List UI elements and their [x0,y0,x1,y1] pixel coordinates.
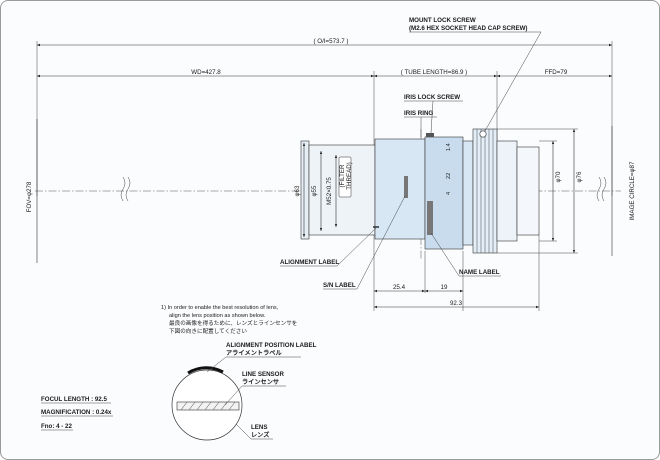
f-number: Fno: 4 - 22 [41,423,72,430]
alignment-label-callout: ALIGNMENT LABEL [280,259,339,266]
line-sensor-label-en: LINE SENSOR [242,371,284,378]
thread-label: THREAD) [346,162,353,190]
break-mark-right [596,176,607,202]
mount-screw-label: MOUNT LOCK SCREW [409,17,476,24]
alignment-mark [187,366,224,375]
m52-label: M52×0.75 [326,177,333,205]
align-pos-label-jp: アライメントラベル [226,350,282,357]
scale-mark-1: 1.4 [446,143,452,151]
d70-label: φ70 [555,171,562,182]
break-mark-left [120,176,131,202]
dim-25-4: 25.4 [393,284,406,291]
lens-label-jp: レンズ [251,431,270,439]
lens-body: 1.4 22 4 [300,128,540,254]
iris-lock-screw [426,133,434,137]
dim-92-3: 92.3 [450,300,463,307]
ffd-label: FFD=79 [545,69,568,76]
note-line-2: align the lens position as shown below. [169,313,266,319]
magnification: MAGNIFICATION : 0.24x [41,409,112,416]
filter-label: (FILTER [339,164,346,187]
line-sensor-label-jp: ラインセンサ [242,379,279,386]
note-line-4: 下図の向きに配置してください [169,327,247,335]
tube-label: ( TUBE LENGTH=86.9 ) [401,69,467,76]
scale-mark-2: 22 [446,173,452,179]
focal-length: FOCUL LENGTH : 92.5 [41,396,107,403]
wd-label: WD=427.8 [191,69,221,76]
main-barrel [424,136,464,250]
scale-mark-3: 4 [446,192,452,195]
oal-label: ( O/I=573.7 ) [314,38,349,45]
name-label-callout: NAME LABEL [459,269,500,276]
d63-label: φ63 [294,185,301,196]
dim-19: 19 [441,284,448,291]
sn-label-callout: S/N LABEL [323,282,356,289]
align-pos-label-en: ALIGNMENT POSITION LABEL [226,342,317,349]
fov-label: FOV=φ278 [26,181,33,212]
iris-lock-screw-label: IRIS LOCK SCREW [404,94,460,101]
d76-label: φ76 [576,171,583,182]
image-circle-label: IMAGE CIRCLE=φ87 [629,161,636,220]
iris-ring [374,138,426,240]
lens-label-en: LENS [251,424,268,431]
mount-lock-screw [479,130,487,138]
note-line-3: 最良の画像を得るために、レンズとラインセンサを [169,319,297,327]
d55-label: φ55 [311,185,318,196]
alignment-inset [171,366,243,441]
note-line-1: 1) In order to enable the best resolutio… [161,305,279,311]
iris-ring-label: IRIS RING [404,110,433,117]
mount-screw-spec: (M2.6 HEX SOCKET HEAD CAP SCREW) [409,25,528,32]
